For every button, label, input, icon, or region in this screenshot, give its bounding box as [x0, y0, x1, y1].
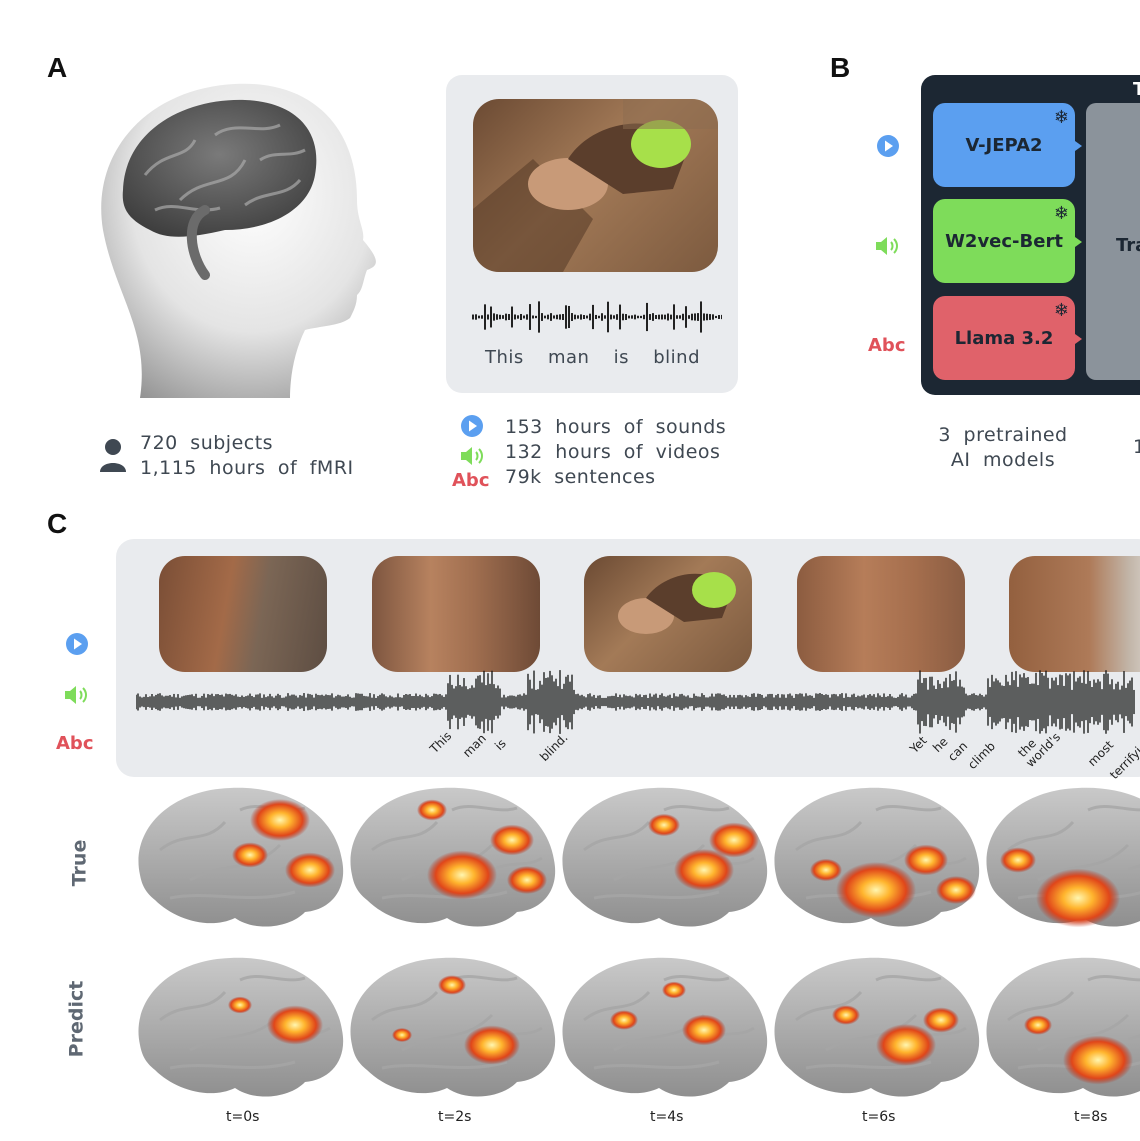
- stats-videos: 132 hours of videos: [505, 441, 721, 463]
- play-icon: [461, 415, 483, 437]
- models-caption-line1: 3 pretrained: [938, 424, 1068, 446]
- model-name: V-JEPA2: [965, 134, 1043, 156]
- caption-fragment: 1: [1133, 436, 1140, 458]
- brain-surface-map: [136, 786, 345, 929]
- panel-label-c: C: [47, 508, 68, 539]
- video-frame: [1009, 556, 1140, 672]
- time-label: t=4s: [650, 1109, 684, 1125]
- time-label: t=8s: [1074, 1109, 1108, 1125]
- pipeline-header: T: [1133, 79, 1140, 100]
- video-frame: [797, 556, 965, 672]
- models-caption-line2: AI models: [950, 449, 1056, 471]
- abc-icon: Abc: [56, 733, 94, 754]
- transcript-word: blind: [653, 347, 700, 368]
- abc-icon: Abc: [868, 335, 906, 356]
- snowflake-icon: ❄: [1053, 203, 1069, 224]
- arrow-icon: [1075, 141, 1082, 151]
- panel-label-a: A: [47, 52, 68, 83]
- transformer-label: Tra: [1116, 235, 1140, 256]
- brain-surface-map: [560, 956, 769, 1099]
- stats-sentences: 79k sentences: [505, 466, 656, 488]
- stats-sounds: 153 hours of sounds: [505, 416, 727, 438]
- time-label: t=6s: [862, 1109, 896, 1125]
- time-label: t=0s: [226, 1109, 260, 1125]
- stats-subjects: 720 subjects: [140, 432, 274, 454]
- arrow-icon: [1075, 334, 1082, 344]
- person-icon: [100, 439, 126, 472]
- play-icon: [66, 633, 88, 655]
- transformer-block: Tra: [1086, 103, 1140, 380]
- speaker-icon: [461, 447, 483, 465]
- abc-icon: Abc: [452, 470, 490, 491]
- model-name: W2vec-Bert: [945, 230, 1063, 252]
- play-icon: [877, 135, 899, 157]
- head-illustration: [101, 83, 376, 399]
- video-frame-climber: [584, 556, 752, 672]
- video-frame: [372, 556, 540, 672]
- snowflake-icon: ❄: [1053, 300, 1069, 321]
- brain-surface-map: [984, 786, 1140, 929]
- speaker-icon: [65, 686, 87, 704]
- model-name: Llama 3.2: [954, 327, 1054, 349]
- transcript-word: is: [613, 347, 630, 368]
- model-vjepa2: V-JEPA2 ❄: [933, 103, 1075, 187]
- brain-surface-map: [560, 786, 769, 929]
- row-label-predict: Predict: [65, 980, 88, 1058]
- brain-surface-map: [348, 956, 557, 1099]
- brain-surface-map: [984, 956, 1140, 1099]
- transcript-word: man: [547, 347, 590, 368]
- row-label-true: True: [68, 839, 91, 887]
- audio-waveform: [472, 301, 722, 333]
- video-frame: [159, 556, 327, 672]
- stats-fmri-hours: 1,115 hours of fMRI: [140, 457, 354, 479]
- brain-activation-grid: [136, 786, 1140, 1099]
- brain-surface-map: [136, 956, 345, 1099]
- arrow-icon: [1075, 237, 1082, 247]
- time-label: t=2s: [438, 1109, 472, 1125]
- model-pipeline-panel: T V-JEPA2 ❄ W2vec-Bert ❄ Llama 3.2 ❄ Tra: [921, 75, 1140, 395]
- snowflake-icon: ❄: [1053, 107, 1069, 128]
- brain-surface-map: [772, 786, 981, 929]
- model-w2vec-bert: W2vec-Bert ❄: [933, 199, 1075, 283]
- panel-label-b: B: [830, 52, 851, 83]
- brain-surface-map: [348, 786, 557, 929]
- model-llama: Llama 3.2 ❄: [933, 296, 1075, 380]
- audio-waveform: [136, 670, 1135, 734]
- video-frame-climber: [473, 99, 718, 272]
- speaker-icon: [876, 237, 898, 255]
- transcript-word: This: [485, 347, 524, 368]
- brain-surface-map: [772, 956, 981, 1099]
- transcript: This man is blind: [485, 347, 700, 368]
